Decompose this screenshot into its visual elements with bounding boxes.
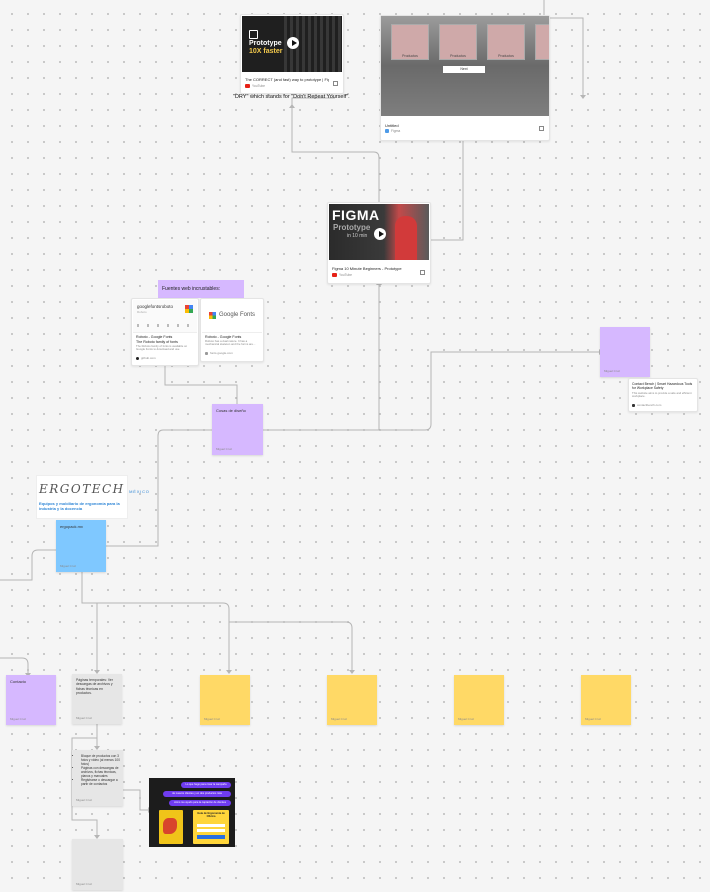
sticky-yellow-4[interactable]: Miguel Cruz xyxy=(581,675,631,725)
link-subtitle: The Roboto family of fonts xyxy=(136,340,178,344)
sticky-bullet-list[interactable]: Bloque de productos con 3 fotos y video … xyxy=(72,750,123,806)
open-link-icon[interactable] xyxy=(420,270,425,275)
ebook-cover xyxy=(159,810,183,844)
product-tile: Productos xyxy=(439,24,477,60)
chat-bubble: de nuevos clientes y en dos productos má… xyxy=(163,791,231,797)
video-thumbnail[interactable]: Prototype 10X faster xyxy=(242,16,342,72)
list-item: Bloque de productos con 3 fotos y video … xyxy=(81,754,121,766)
youtube-icon xyxy=(332,273,337,277)
youtube-icon xyxy=(245,84,250,88)
presenter xyxy=(395,216,417,260)
sticky-yellow-3[interactable]: Miguel Cruz xyxy=(454,675,504,725)
ergotech-logo-image[interactable]: ERGOTECH MÉXICO Equipos y mobiliario de … xyxy=(36,475,149,519)
link-card-roboto-github[interactable]: googlefontsroboto Roboto Roboto - Google… xyxy=(131,298,199,366)
video-caption: Figma 10 Minute Beginners - Prototype xyxy=(332,266,402,271)
sticky-contacto[interactable]: Contacto Miguel Cruz xyxy=(6,675,56,725)
open-link-icon[interactable] xyxy=(333,81,338,86)
video-thumbnail[interactable]: FIGMA Prototype in 10 min xyxy=(329,204,429,260)
ergotech-tagline: Equipos y mobiliario de ergonomía para l… xyxy=(39,501,120,511)
sticky-ergopack[interactable]: ergopack.mx Miguel Cruz xyxy=(56,520,106,572)
form-field xyxy=(197,829,225,832)
link-preview: googlefontsroboto Roboto xyxy=(133,300,197,333)
chat-ebook-image[interactable]: Lo que hago para crear la campaña de nue… xyxy=(149,778,235,847)
link-card-google-fonts[interactable]: Google Fonts Roboto - Google Fonts Robot… xyxy=(200,298,264,362)
thumb-subtitle: 10X faster xyxy=(249,48,283,55)
video-embed-prototype[interactable]: Prototype 10X faster The CORRECT (and fa… xyxy=(240,14,344,94)
embed-title: Untitled xyxy=(385,123,399,128)
link-url: contactbench.com xyxy=(632,403,661,407)
ergotech-logo: ERGOTECH MÉXICO xyxy=(39,482,150,496)
product-tile: Productos xyxy=(391,24,429,60)
link-url: github.com xyxy=(136,356,156,360)
spain-map xyxy=(163,818,177,834)
form-button xyxy=(197,835,225,839)
link-url: fonts.google.com xyxy=(205,351,233,355)
link-preview: Google Fonts xyxy=(202,300,262,333)
video-source: YouTube xyxy=(332,273,352,277)
github-icon xyxy=(136,356,139,360)
list-item: Páginas con descargas de archivos, ficha… xyxy=(81,766,121,778)
logo-subtext: Roboto xyxy=(137,310,147,314)
play-icon[interactable] xyxy=(374,228,386,240)
chat-bubble: Lo que hago para crear la campaña xyxy=(181,782,231,788)
bullet-list: Bloque de productos con 3 fotos y video … xyxy=(72,750,123,786)
link-icon xyxy=(205,351,208,355)
link-title: Contact Bench | Smart Hazardous Tools fo… xyxy=(632,382,693,390)
thumb-subtitle: Prototype xyxy=(333,223,371,232)
thumb-title: Prototype xyxy=(249,40,282,47)
chat-bubble: cómo me ayudo para la captación de clien… xyxy=(169,800,231,806)
ebook-form: Guía de Ergonomía de Oficina xyxy=(193,810,229,844)
link-icon xyxy=(632,403,635,407)
google-fonts-icon xyxy=(209,312,216,319)
play-icon[interactable] xyxy=(287,37,299,49)
product-tile: Productos xyxy=(487,24,525,60)
logo-text: googlefontsroboto xyxy=(137,304,174,309)
color-logo-icon xyxy=(185,305,193,313)
sticky-gray-bottom[interactable]: Miguel Cruz xyxy=(72,839,123,890)
product-tile-partial xyxy=(535,24,549,60)
form-field xyxy=(197,824,225,827)
sticky-purple-right[interactable]: Miguel Cruz xyxy=(600,327,650,377)
sticky-cosas-de-diseno[interactable]: Cosas de diseño Miguel Cruz xyxy=(212,404,263,455)
sticky-yellow-2[interactable]: Miguel Cruz xyxy=(327,675,377,725)
preview-row xyxy=(137,324,193,327)
embed-source: Figma xyxy=(385,129,400,134)
thumb-icon xyxy=(249,30,258,39)
link-desc: This website aims to provide a safe and … xyxy=(632,391,692,399)
thumb-title: FIGMA xyxy=(332,207,380,223)
embed-preview: Productos Productos Productos Next xyxy=(381,16,549,116)
link-title: Roboto - Google Fonts xyxy=(205,335,242,339)
sticky-yellow-1[interactable]: Miguel Cruz xyxy=(200,675,250,725)
link-desc: Roboto has a dual nature. It has a mecha… xyxy=(205,339,256,347)
sticky-paginas-temporales[interactable]: Páginas temporales: Ver descargas de arc… xyxy=(72,674,122,724)
next-button[interactable]: Next xyxy=(443,66,485,73)
dry-comment: "DRY" which stands for "Don't Repeat You… xyxy=(233,94,350,100)
video-embed-figma[interactable]: FIGMA Prototype in 10 min Figma 10 Minut… xyxy=(327,202,431,284)
list-item: Registrarse o descargar a partir de cont… xyxy=(81,778,121,786)
link-title: Roboto - Google Fonts xyxy=(136,335,173,339)
video-source: YouTube xyxy=(245,84,265,88)
link-desc: The Roboto family of fonts is available … xyxy=(136,344,188,352)
figma-icon xyxy=(385,129,389,134)
fuentes-header[interactable]: Fuentes web incrustables: xyxy=(158,280,244,298)
thumb-subtitle-2: in 10 min xyxy=(347,233,368,239)
video-caption: The CORRECT (and fast) way to prototype … xyxy=(245,77,329,82)
link-card-contact-bench[interactable]: Contact Bench | Smart Hazardous Tools fo… xyxy=(628,378,698,412)
untitled-embed[interactable]: Productos Productos Productos Next Untit… xyxy=(380,15,550,141)
google-fonts-logo: Google Fonts xyxy=(219,312,256,318)
open-link-icon[interactable] xyxy=(539,126,544,131)
